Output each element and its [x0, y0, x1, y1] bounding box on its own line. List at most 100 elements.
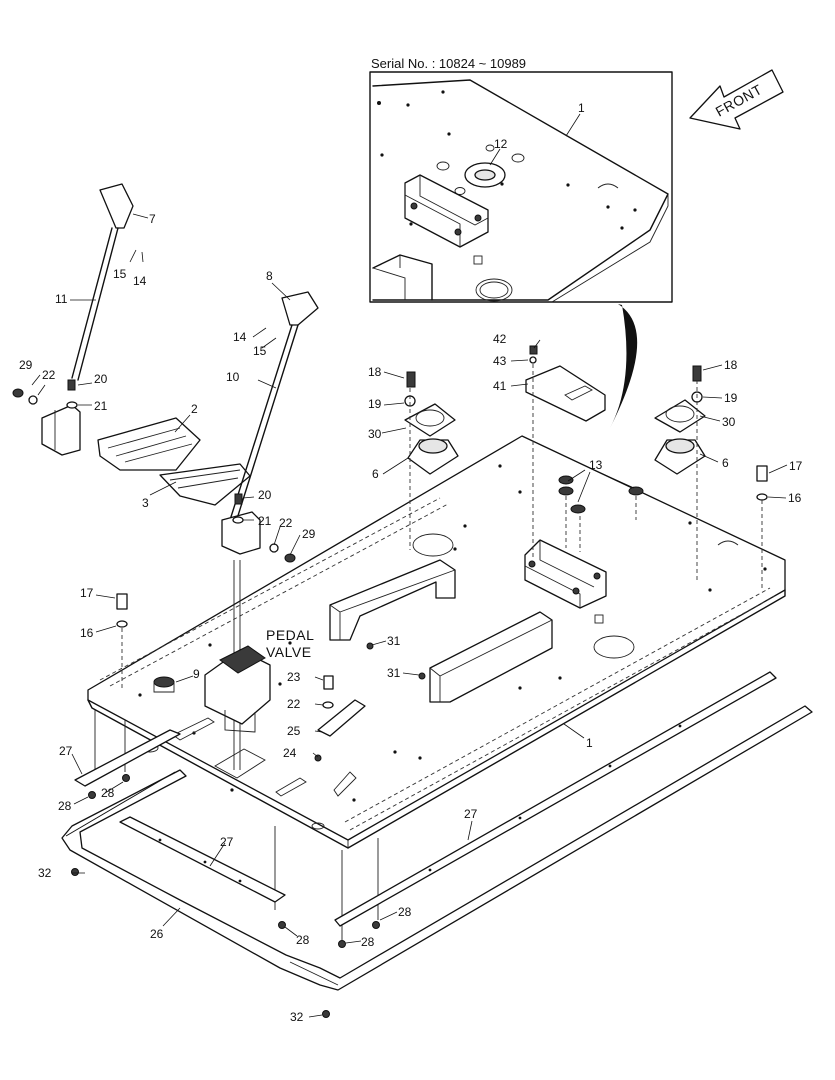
- plug-9: [153, 676, 175, 688]
- washer-16: [116, 620, 128, 628]
- callout-14: 14: [133, 274, 147, 288]
- callout-3: 3: [142, 496, 149, 510]
- callout-22: 22: [42, 368, 56, 382]
- lever-rod-11: [71, 227, 119, 381]
- callout-28: 28: [398, 905, 412, 919]
- bolt-18: [692, 365, 702, 382]
- lever-knob-7: [99, 183, 134, 229]
- callout-28: 28: [361, 935, 375, 949]
- callout-26: 26: [150, 927, 164, 941]
- callout-42: 42: [493, 332, 507, 346]
- callout-18: 18: [724, 358, 738, 372]
- bolt-29-right: [284, 553, 296, 563]
- mount-plate-30: [654, 399, 706, 433]
- callout-23: 23: [287, 670, 301, 684]
- cover-plate-41: [525, 365, 606, 422]
- travel-pedals: [97, 417, 251, 506]
- bolt-17: [116, 593, 128, 610]
- callout-22: 22: [279, 516, 293, 530]
- fasteners: [71, 774, 380, 1018]
- washer-22-right: [269, 543, 279, 553]
- callout-19: 19: [724, 391, 738, 405]
- pedal-valve-label-line2: VALVE: [266, 644, 312, 660]
- mount-right: [654, 365, 706, 475]
- bolt-28: [122, 774, 130, 782]
- callout-28: 28: [58, 799, 72, 813]
- mount-left: [404, 371, 459, 475]
- callout-6: 6: [722, 456, 729, 470]
- floor-mat-seal: [61, 705, 813, 991]
- bolt-42: [529, 345, 538, 355]
- bolt-28: [88, 791, 96, 799]
- callout-17: 17: [80, 586, 94, 600]
- callout-19: 19: [368, 397, 382, 411]
- strip-27-front: [119, 816, 286, 903]
- callout-27: 27: [59, 744, 73, 758]
- lever-bracket-right: [221, 511, 261, 555]
- callout-41: 41: [493, 379, 507, 393]
- bolt-20-left: [67, 379, 76, 391]
- callout-11: 11: [55, 292, 68, 306]
- cover-bracket-b: [429, 611, 553, 703]
- callout-12: 12: [494, 137, 508, 151]
- callout-8: 8: [266, 269, 273, 283]
- callout-2: 2: [191, 402, 198, 416]
- lever-knob-8: [281, 291, 319, 326]
- callout-22: 22: [287, 697, 301, 711]
- travel-lever-left: [12, 183, 134, 456]
- strip-27-right: [334, 671, 777, 927]
- callout-labels: 7 15 14 11 29 22 20 21 2 3 8 14 15 10 20…: [19, 212, 803, 1024]
- front-arrow-shape: [689, 69, 784, 130]
- screw-31: [418, 672, 426, 680]
- washer-22-left: [28, 395, 38, 405]
- callout-13: 13: [589, 458, 603, 472]
- callout-18: 18: [368, 365, 382, 379]
- callout-28: 28: [101, 786, 115, 800]
- screw-31: [366, 642, 374, 650]
- bolt-17: [756, 465, 768, 482]
- washer-21-left: [66, 401, 78, 409]
- pedal-valve-label-line1: PEDAL: [266, 627, 314, 643]
- grommets-13: [558, 475, 644, 514]
- clamp-25: [317, 699, 366, 737]
- bolt-32: [71, 868, 79, 876]
- pedal-valve: [204, 645, 271, 733]
- callout-20: 20: [258, 488, 272, 502]
- detail-pointer: [610, 304, 638, 428]
- mounting-strips: [74, 671, 777, 927]
- callout-28: 28: [296, 933, 310, 947]
- callout-31: 31: [387, 666, 401, 680]
- callout-1: 1: [586, 736, 593, 750]
- leader-lines: [31, 213, 788, 1018]
- callout-25: 25: [287, 724, 301, 738]
- callout-21: 21: [94, 399, 108, 413]
- washer-16: [756, 493, 768, 501]
- inset-plate: [372, 79, 669, 301]
- callout-30: 30: [722, 415, 736, 429]
- inset-frame: [369, 71, 673, 303]
- callout-27: 27: [464, 807, 478, 821]
- callout-31: 31: [387, 634, 401, 648]
- bolt-29-left: [12, 388, 24, 398]
- mount-plate-30: [404, 403, 456, 437]
- bolt-20-right: [234, 493, 243, 505]
- washer-21-right: [232, 516, 244, 524]
- callout-16: 16: [788, 491, 802, 505]
- bolt-28: [338, 940, 346, 948]
- callout-15: 15: [113, 267, 127, 281]
- serial-number-label: Serial No. : 10824 ~ 10989: [371, 56, 526, 71]
- callout-24: 24: [283, 746, 297, 760]
- bolt-32: [322, 1010, 330, 1018]
- callout-16: 16: [80, 626, 94, 640]
- callout-21: 21: [258, 514, 272, 528]
- callout-32: 32: [38, 866, 52, 880]
- screw-24: [314, 754, 322, 762]
- pedal-valve-top: [219, 645, 266, 674]
- callout-43: 43: [493, 354, 507, 368]
- washer-43: [529, 356, 537, 364]
- callout-30: 30: [368, 427, 382, 441]
- callout-20: 20: [94, 372, 108, 386]
- bolt-18: [406, 371, 416, 388]
